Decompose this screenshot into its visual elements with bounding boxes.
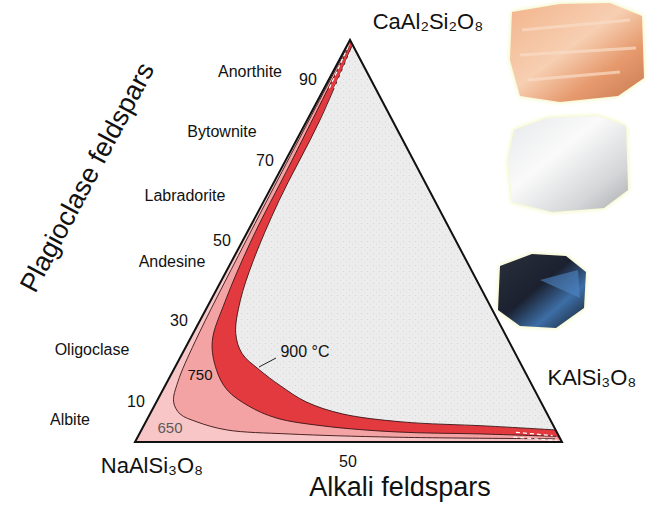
tick-number: 50 — [213, 232, 231, 250]
isotherm-900-region — [135, 40, 562, 442]
photo-glow — [510, 3, 644, 102]
tick-number: 50 — [339, 453, 357, 471]
leader-line — [259, 358, 276, 367]
isotherm-750-region — [135, 40, 562, 442]
isotherm-label: 900 °C — [280, 343, 329, 361]
mineral-name: Labradorite — [145, 187, 226, 205]
axis-title: Alkali feldspars — [309, 472, 491, 503]
dashed-extension — [516, 432, 553, 435]
tick-number: 10 — [127, 393, 145, 411]
mineral-name: Albite — [50, 411, 90, 429]
albite-photo — [508, 116, 628, 212]
photo-glow — [498, 254, 586, 328]
vertex-formula: CaAl₂Si₂O₈ — [373, 9, 484, 34]
ternary-ground — [135, 40, 562, 442]
mineral-name: Bytownite — [187, 123, 256, 141]
photo-streak — [520, 20, 636, 80]
mineral-name: Oligoclase — [55, 341, 130, 359]
tick-number: 30 — [170, 312, 188, 330]
isotherm-line — [236, 46, 556, 430]
dashed-extension — [334, 52, 350, 88]
dashed-extension — [513, 437, 556, 440]
mineral-name: Anorthite — [218, 63, 282, 81]
photo-sheen — [540, 270, 580, 298]
ternary-outline — [135, 40, 562, 442]
vertex-formula: KAlSi₃O₈ — [548, 365, 637, 390]
photo-glow — [508, 116, 628, 212]
tick-number: 90 — [299, 71, 317, 89]
tick-number: 70 — [256, 152, 274, 170]
vertex-formula: NaAlSi₃O₈ — [101, 453, 203, 478]
isotherm-label: 650 — [157, 419, 182, 436]
mineral-photos — [498, 3, 644, 328]
isotherm-label: 750 — [187, 366, 212, 383]
isotherm-line — [173, 46, 555, 439]
labradorite-photo — [498, 254, 586, 328]
solvus-regions — [135, 40, 562, 442]
orthoclase-photo — [510, 3, 644, 102]
isotherm-650-region — [135, 40, 562, 442]
dashed-extension — [329, 46, 348, 88]
mineral-name: Andesine — [139, 253, 206, 271]
